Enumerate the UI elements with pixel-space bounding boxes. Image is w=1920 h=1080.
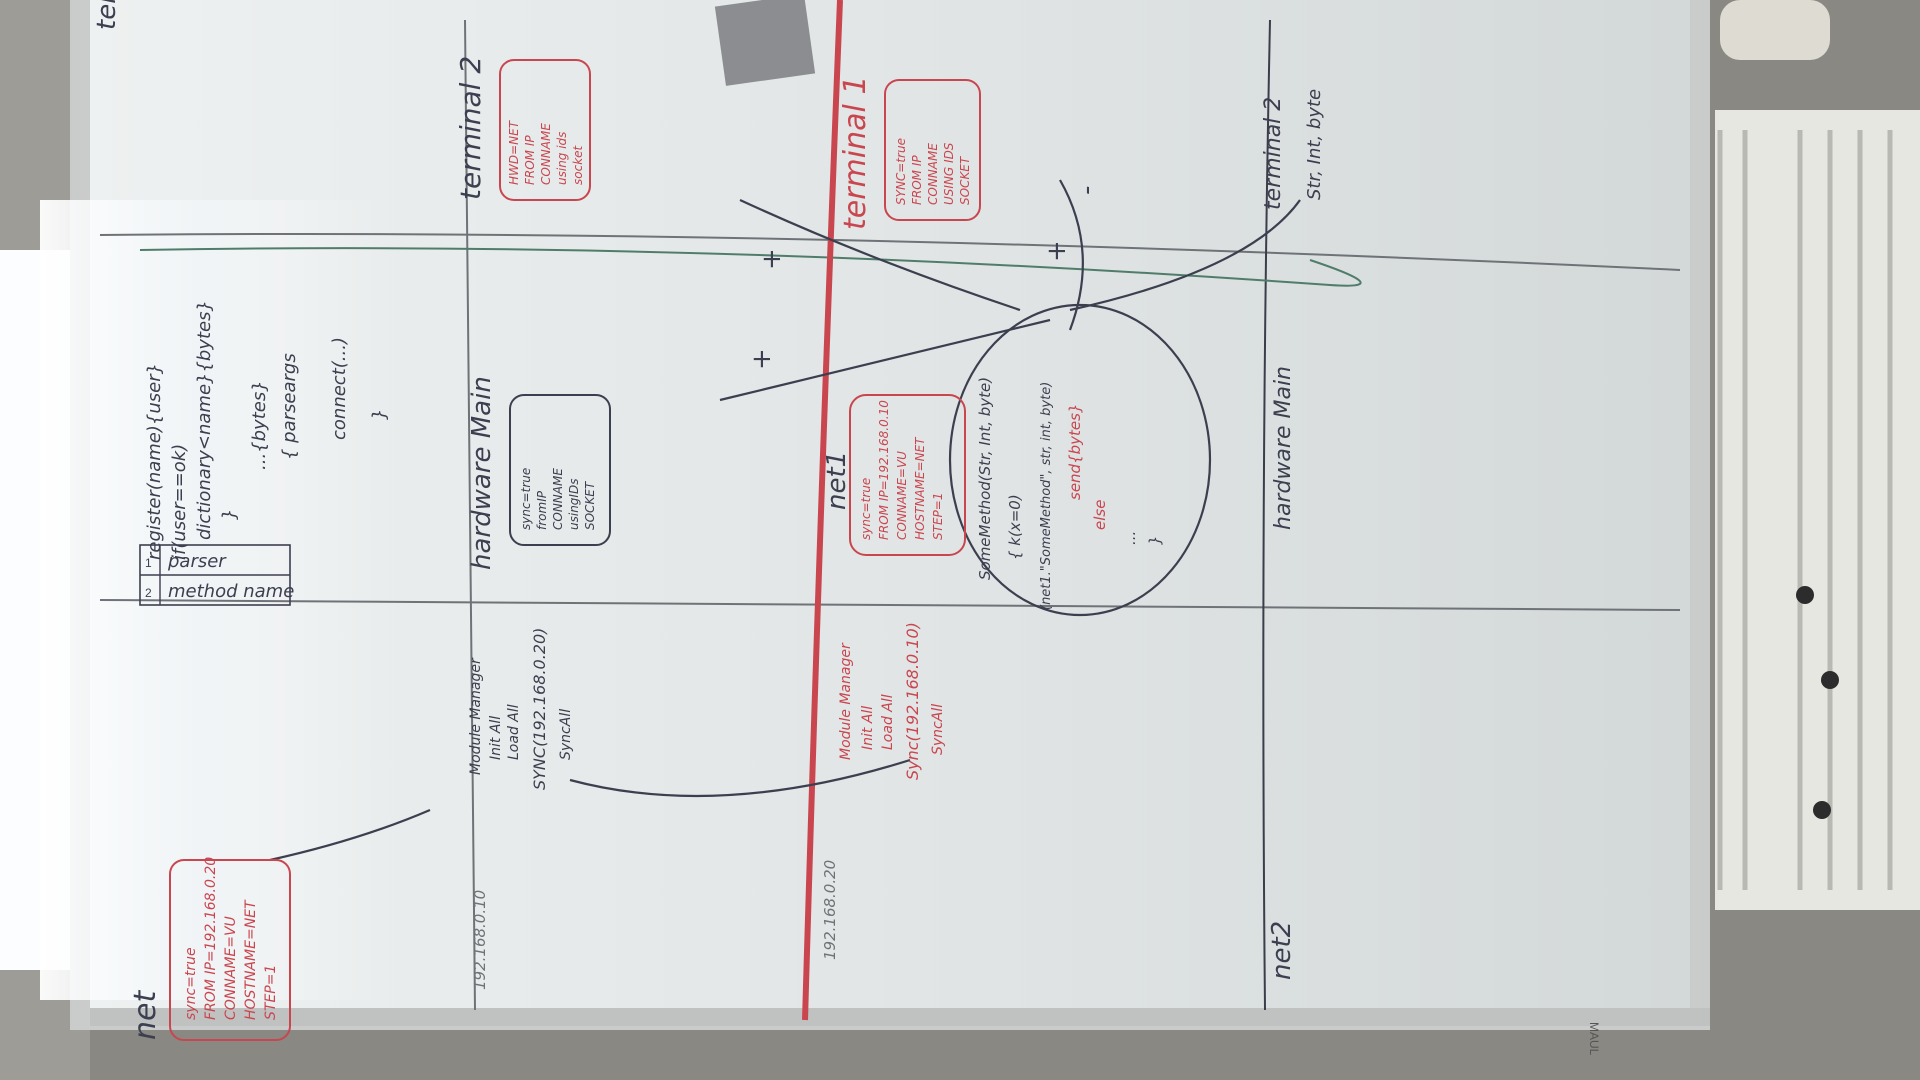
svg-text:STEP=1: STEP=1 bbox=[931, 493, 945, 540]
svg-text:sync=true: sync=true bbox=[859, 478, 873, 540]
radiator-valve bbox=[1720, 0, 1830, 60]
module-manager-right: Module Manager Init All Load All Sync(19… bbox=[838, 622, 946, 780]
ip-top-label: 192.168.0.10 bbox=[471, 890, 489, 990]
terminal-2-types: Str, Int, byte bbox=[1304, 89, 1325, 200]
terminal-2-box-text: HWD=NET FROM IP CONNAME using ids socket bbox=[507, 119, 585, 185]
svg-text:-: - bbox=[1072, 186, 1102, 195]
net1-box-text: sync=true FROM IP=192.168.0.10 CONNAME=V… bbox=[859, 400, 945, 540]
radiator bbox=[1715, 110, 1920, 910]
svg-text:+: + bbox=[1042, 240, 1072, 262]
method-notes: SomeMethod(Str, Int, byte) { k(x=0) (net… bbox=[976, 377, 1164, 610]
svg-text:socket: socket bbox=[571, 144, 585, 185]
svg-text:USING IDS: USING IDS bbox=[942, 142, 956, 205]
terminal-1-box bbox=[884, 79, 981, 221]
parser-table: 1 2 parser method name bbox=[139, 544, 294, 606]
svg-text:dictionary<name}{bytes}: dictionary<name}{bytes} bbox=[194, 300, 215, 540]
svg-text:FROM IP=192.168.0.10: FROM IP=192.168.0.10 bbox=[877, 400, 891, 540]
net-box-text: sync=true FROM IP=192.168.0.20 CONNAME=V… bbox=[183, 857, 279, 1020]
hardware-box-text: sync=true fromIP CONNAME usingIDs SOCKET bbox=[519, 468, 597, 530]
net-label: net bbox=[128, 990, 163, 1040]
svg-text:(net1."SomeMethod", str, int,: (net1."SomeMethod", str, int, byte) bbox=[1039, 382, 1054, 610]
svg-text:SYNC=true: SYNC=true bbox=[894, 138, 908, 205]
svg-text:HWD=NET: HWD=NET bbox=[507, 119, 521, 185]
svg-text:send{bytes}: send{bytes} bbox=[1066, 404, 1084, 500]
svg-text:SyncAll: SyncAll bbox=[558, 709, 574, 760]
svg-text:STEP=1: STEP=1 bbox=[263, 965, 279, 1020]
svg-text:SOCKET: SOCKET bbox=[958, 155, 972, 205]
svg-text:...: ... bbox=[1121, 531, 1139, 545]
svg-text:CONNAME: CONNAME bbox=[539, 123, 553, 185]
net-box bbox=[169, 859, 291, 1041]
svg-text:{ k(x=0): { k(x=0) bbox=[1006, 494, 1024, 560]
svg-text:sync=true: sync=true bbox=[519, 468, 533, 530]
svg-text:else: else bbox=[1091, 500, 1109, 530]
svg-text:FROM IP=192.168.0.20: FROM IP=192.168.0.20 bbox=[203, 857, 219, 1020]
svg-text:CONNAME=VU: CONNAME=VU bbox=[223, 916, 239, 1020]
svg-text:2: 2 bbox=[145, 586, 152, 600]
svg-text:parser: parser bbox=[167, 551, 227, 572]
terminal-1-box-text: SYNC=true FROM IP CONNAME USING IDS SOCK… bbox=[894, 138, 972, 205]
svg-text:}: } bbox=[1146, 535, 1164, 545]
svg-text:Load All: Load All bbox=[506, 704, 522, 760]
net1-label: net1 bbox=[822, 451, 852, 510]
plus-minus-marks: + + + - bbox=[747, 186, 1102, 370]
svg-text:HOSTNAME=NET: HOSTNAME=NET bbox=[913, 436, 927, 540]
svg-text:FROM IP: FROM IP bbox=[523, 135, 537, 185]
svg-text:usingIDs: usingIDs bbox=[567, 479, 581, 530]
radiator-fins bbox=[1717, 130, 1893, 890]
svg-text:FROM IP: FROM IP bbox=[910, 155, 924, 205]
svg-text:Sync(192.168.0.10): Sync(192.168.0.10) bbox=[903, 622, 922, 780]
terminal-2-label: terminal 2 bbox=[454, 56, 487, 200]
radiator-bolt bbox=[1796, 586, 1814, 604]
board-brand: MAUL bbox=[1587, 1022, 1601, 1056]
svg-text:HOSTNAME=NET: HOSTNAME=NET bbox=[243, 899, 259, 1020]
svg-text:CONNAME=VU: CONNAME=VU bbox=[895, 451, 909, 540]
terminal-2-box bbox=[499, 59, 591, 201]
module-manager-left: Module Manager Init All Load All SYNC(19… bbox=[468, 628, 574, 790]
svg-text:CONNAME: CONNAME bbox=[926, 143, 940, 205]
board-tray bbox=[90, 1008, 1710, 1026]
hardware-main-label: hardware Main bbox=[467, 376, 497, 570]
hardware-box bbox=[509, 394, 611, 546]
svg-text:fromIP: fromIP bbox=[535, 490, 549, 530]
terminal-1-label: terminal 1 bbox=[838, 76, 873, 230]
svg-text:1: 1 bbox=[145, 556, 152, 570]
svg-text:+: + bbox=[747, 348, 777, 370]
svg-text:...{bytes}: ...{bytes} bbox=[249, 380, 270, 470]
board-grid bbox=[99, 19, 1681, 1011]
svg-text:}: } bbox=[219, 509, 240, 520]
svg-text:}: } bbox=[369, 409, 390, 420]
svg-text:SOCKET: SOCKET bbox=[583, 480, 597, 530]
svg-text:if(user==ok): if(user==ok) bbox=[169, 444, 190, 560]
hardware-main-right-label: hardware Main bbox=[1271, 366, 1296, 530]
terminal-2-right-label: terminal 2 bbox=[1261, 97, 1286, 210]
svg-text:Init All: Init All bbox=[488, 716, 504, 760]
svg-text:SyncAll: SyncAll bbox=[930, 704, 946, 755]
svg-text:Module Manager: Module Manager bbox=[838, 642, 854, 760]
svg-text:SomeMethod(Str, Int, byte): SomeMethod(Str, Int, byte) bbox=[976, 377, 994, 580]
red-divider-line bbox=[802, 0, 843, 1021]
eraser bbox=[714, 0, 816, 86]
svg-text:Load All: Load All bbox=[880, 694, 896, 750]
terminal-1-top-label: terminal 1 bbox=[92, 0, 122, 30]
radiator-bolt bbox=[1821, 671, 1839, 689]
svg-text:Module Manager: Module Manager bbox=[468, 657, 484, 775]
ip-red-label: 192.168.0.20 bbox=[821, 860, 839, 960]
svg-text:SYNC(192.168.0.20): SYNC(192.168.0.20) bbox=[530, 628, 549, 790]
code-notes: register(name){user} if(user==ok) dictio… bbox=[144, 300, 390, 560]
svg-text:+: + bbox=[757, 248, 787, 270]
svg-text:method name: method name bbox=[168, 581, 294, 602]
svg-text:connect(...): connect(...) bbox=[329, 337, 350, 440]
net1-box bbox=[849, 394, 966, 556]
svg-text:Init All: Init All bbox=[860, 706, 876, 750]
svg-text:register(name){user}: register(name){user} bbox=[144, 363, 165, 560]
flow-arrows bbox=[269, 179, 1301, 862]
svg-text:{ parseargs: { parseargs bbox=[279, 353, 300, 460]
svg-text:using ids: using ids bbox=[555, 132, 569, 185]
svg-text:CONNAME: CONNAME bbox=[551, 468, 565, 530]
net2-label: net2 bbox=[1267, 921, 1297, 980]
svg-text:sync=true: sync=true bbox=[183, 947, 199, 1020]
radiator-bolt bbox=[1813, 801, 1831, 819]
